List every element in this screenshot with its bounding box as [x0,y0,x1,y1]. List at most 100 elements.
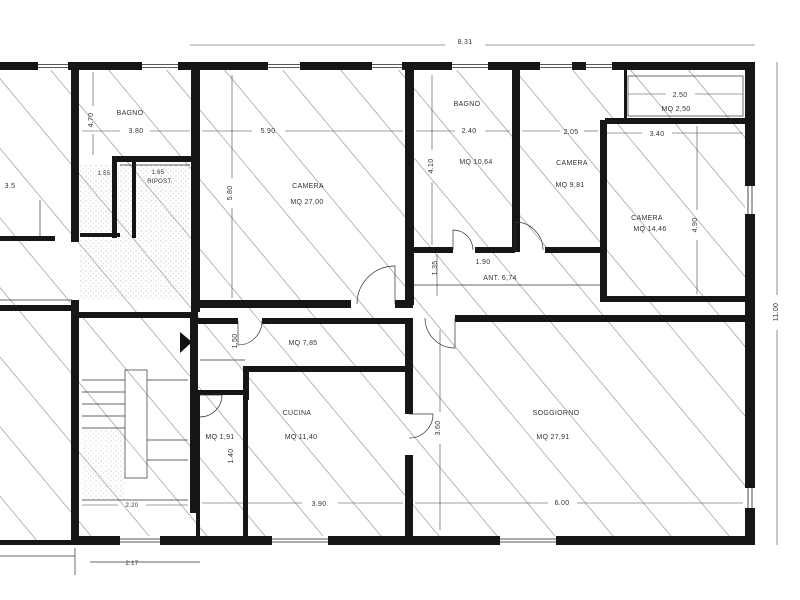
window [120,536,160,545]
bagno-right-width: 2.40 [462,128,477,135]
hatch-line [0,78,389,545]
wall-right [745,62,755,545]
hatch-line [0,426,99,545]
wall-neighbor-c [0,540,75,545]
outside-dim: 2.17 [126,561,139,567]
windows [38,62,755,545]
hatch-line [0,495,41,545]
wall-camera3-bottom [605,296,747,302]
window [142,62,178,70]
closet-a-dim: 1.55 [98,171,111,177]
hatch-line [391,62,755,499]
hatch-line [0,147,331,545]
wall-wc-top-left [624,70,627,120]
door-swing [237,320,263,346]
soggiorno-area: MQ 27,91 [536,434,569,441]
hatch-line [623,62,755,220]
hatch-line [159,62,563,545]
wall-wc-left [196,395,200,540]
fixtures [0,75,744,575]
stairs-width: 2.20 [126,503,139,509]
window [452,62,488,70]
bagno-right-area: MQ 10,64 [459,159,492,166]
camera-2-width: 2.05 [564,129,579,136]
wall-camera3-top [605,118,747,124]
camera-2-area: MQ 9,81 [556,182,585,189]
wall-neighbor-a [0,236,55,241]
stair-core [124,369,148,479]
wc-bottom-depth: 1.40 [228,449,235,464]
camera-1-label: CAMERA [292,183,324,190]
cucina-width: 3.90 [312,501,327,508]
door-swing [199,394,223,418]
window [540,62,572,70]
soggiorno-depth: 3.60 [435,421,442,436]
wc-bottom-area: MQ 1,91 [206,434,235,441]
wall-left-lower [71,300,79,545]
wall-kitchen-soggiorno-b [405,455,413,540]
wall-neighbor-b [0,305,78,311]
entry-arrow-icon [180,332,192,353]
wall-ant-top-b [475,247,515,253]
wall-closet-bottom [80,233,120,237]
wall-camera1-bottom-a [191,300,351,308]
bagno-right-label: BAGNO [454,101,481,108]
wall-corridor-top-a [198,318,238,324]
window [272,536,328,545]
wall-soggiorno-top [455,315,748,322]
hatch-line [565,62,755,290]
wall-kitchen-left [243,366,249,400]
wall-closet-a [112,156,117,238]
hatch-line [0,287,215,545]
door-swing [356,265,396,305]
stippled-landing [82,430,124,500]
wall-camera3-left [600,120,607,302]
labels: 8.31 11.00 3.5 2.17 BAGNO 3.80 4.70 1.55… [5,39,780,567]
wall-bagno-camera [191,62,200,312]
wall-left-upper [71,62,79,242]
camera-1-area: MQ 27,00 [290,199,323,206]
wall-stairs-top [78,312,198,318]
overall-width: 8.31 [458,39,473,46]
window [268,62,300,70]
wall-bagno-bottom [115,156,195,162]
wall-bagno-camera2 [512,62,520,252]
wall-kitchen-soggiorno-a [405,324,413,414]
wall-camera1-bottom-b [395,300,413,308]
window [586,62,612,70]
antibagno-width: 1.90 [476,259,491,266]
camera-3-depth: 4.90 [692,218,699,233]
closet-b-dim: 1.65 [152,170,165,176]
bagno-left-depth: 4.70 [88,113,95,128]
ingresso-depth: 1.50 [232,334,239,349]
closet-b-label: RIPOST. [147,179,172,185]
wc-top-box [627,75,744,117]
overall-depth: 11.00 [773,303,780,322]
door-swing [424,317,456,349]
soggiorno-label: SOGGIORNO [533,410,580,417]
soggiorno-width: 6.00 [555,500,570,507]
hatch-line [681,62,755,151]
cucina-area: MQ 11,40 [285,434,318,441]
door-swing [452,229,474,251]
camera-1-depth: 5.80 [227,186,234,201]
bagno-right-depth: 4.10 [428,159,435,174]
wall-ant-top-c [545,247,607,253]
camera-3-area: MQ 14,46 [633,226,666,233]
bagno-left-label: BAGNO [117,110,144,117]
camera-3-width: 3.40 [650,131,665,138]
window [745,186,755,214]
wall-ant-top-a [413,247,453,253]
wc-top-width: 2.50 [673,92,688,99]
camera-2-label: CAMERA [556,160,588,167]
camera-1-width: 5.90 [261,128,276,135]
wall-stairs-right [190,318,198,513]
window [372,62,402,70]
door-swing [408,413,434,439]
hatch-line [217,62,621,545]
cucina-label: CUCINA [283,410,312,417]
bagno-left-width: 3.80 [129,128,144,135]
doors [199,221,544,439]
hatch-line [333,62,737,545]
